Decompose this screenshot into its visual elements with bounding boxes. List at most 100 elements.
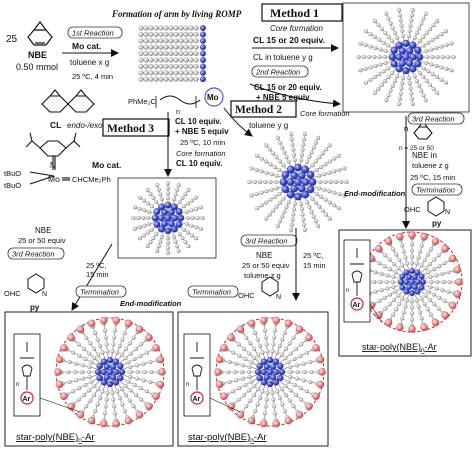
arm-bead: [67, 360, 72, 365]
arm-bead: [282, 408, 287, 413]
arm-bead: [98, 395, 103, 401]
arm-bead: [287, 341, 292, 346]
arm-bead: [143, 25, 149, 31]
arm-bead: [163, 76, 169, 82]
arm-bead: [437, 295, 442, 300]
arm-bead: [419, 21, 424, 26]
arm-bead: [398, 91, 403, 96]
core-bead: [406, 284, 413, 291]
core-bead: [260, 358, 268, 365]
m1-termination: Termination: [416, 186, 455, 195]
arm-bead: [198, 226, 203, 231]
arm-bead: [392, 79, 398, 84]
arm-bead: [83, 382, 88, 387]
arm-bead: [172, 197, 177, 202]
core-bead: [161, 220, 169, 228]
method2-title: Method 2: [235, 104, 282, 116]
arm-bead: [168, 25, 174, 31]
arm-bead: [92, 383, 97, 388]
arm-bead: [66, 369, 71, 375]
arm-bead: [127, 341, 132, 346]
arm-bead: [280, 402, 285, 407]
end-group-bead: [295, 411, 304, 419]
arm-bead: [446, 54, 451, 60]
arm-bead: [95, 402, 100, 407]
arm-bead: [409, 96, 415, 101]
arm-bead: [412, 74, 417, 79]
arm-bead: [138, 195, 143, 200]
m1-solvent: toluene z g: [412, 161, 449, 170]
arm-bead: [134, 376, 140, 381]
arm-bead: [358, 41, 363, 46]
core-bead: [279, 178, 288, 186]
arm-bead: [403, 255, 408, 260]
end-group-bead: [55, 355, 64, 364]
core-bead: [277, 362, 284, 370]
m1-nbe: NBE in: [412, 151, 437, 160]
arm-bead: [193, 25, 199, 31]
inset-connector: [369, 303, 383, 323]
arm-bead: [154, 232, 159, 237]
arm-bead: [148, 31, 154, 37]
arm-bead: [432, 302, 437, 307]
arm-bead: [431, 23, 436, 28]
core-bead: [408, 278, 416, 286]
arm-bead: [373, 63, 378, 68]
end-group-bead: [124, 319, 133, 328]
arm-bead: [263, 404, 268, 409]
arm-bead: [88, 398, 93, 403]
arm-bead: [165, 250, 171, 255]
end-group-bead: [408, 325, 416, 333]
arm-bead: [262, 411, 268, 416]
mo-cat-n-atom: N: [50, 161, 56, 170]
arm-bead: [193, 57, 199, 63]
core-bead: [388, 53, 397, 61]
arm-bead: [182, 227, 187, 232]
end-group-bead: [305, 333, 313, 342]
arm-bead: [423, 266, 428, 271]
arm-bead: [417, 71, 422, 76]
arm-bead: [319, 194, 324, 199]
core-bead: [402, 53, 410, 61]
core-bead: [403, 269, 410, 276]
arm-bead: [183, 239, 188, 245]
arm-bead: [231, 350, 236, 355]
arm-bead: [443, 80, 448, 85]
arm-bead: [419, 88, 424, 93]
arm-bead: [441, 279, 446, 285]
arm-bead: [189, 208, 194, 213]
arm-bead: [384, 98, 389, 103]
core-bead: [164, 227, 172, 235]
arm-bead: [96, 387, 101, 392]
core-crosslink: [402, 272, 422, 292]
arm-bead: [408, 86, 413, 91]
arm-bead: [279, 387, 284, 392]
arm-bead: [93, 331, 98, 336]
arm-bead: [193, 76, 199, 82]
arm-bead: [396, 293, 401, 298]
m2-third-reaction: 3rd Reaction: [245, 237, 288, 246]
arm-bead: [291, 335, 296, 340]
arm-bead: [391, 312, 396, 317]
arm-bead: [126, 360, 131, 365]
arm-bead: [110, 390, 115, 395]
arm-bead: [284, 204, 289, 210]
arm-bead: [119, 387, 124, 392]
arm-bead: [158, 70, 164, 76]
end-group-bead: [441, 245, 449, 253]
arm-bead: [189, 223, 194, 228]
arm-bead: [304, 350, 309, 355]
arm-bead: [145, 188, 150, 193]
arm-bead: [294, 376, 300, 381]
py-cho-m2: OHC: [238, 291, 255, 300]
arm-bead: [133, 226, 138, 231]
arm-bead: [398, 18, 403, 23]
core-bead: [294, 163, 302, 172]
method1-second-reaction: 2nd Reaction: [255, 68, 300, 77]
core-bead: [100, 368, 107, 376]
arm-bead: [237, 386, 242, 391]
method1-cl2: CL 15 or 20 equiv.: [254, 83, 322, 92]
arm-bead: [102, 328, 108, 333]
core-bead: [294, 192, 302, 201]
arm-bead: [289, 137, 294, 142]
